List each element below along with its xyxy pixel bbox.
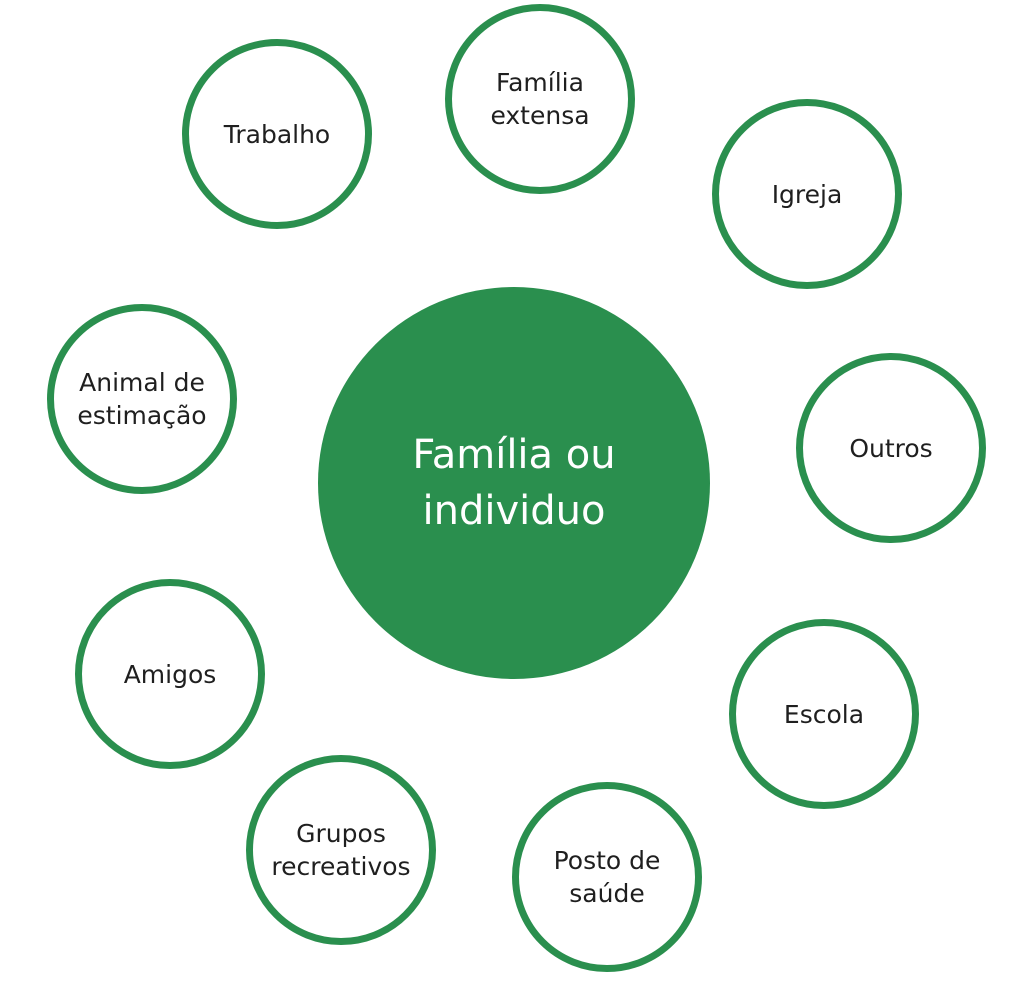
node-escola-label: Escola [783, 699, 865, 729]
node-familia-extensa: Família extensa [445, 4, 635, 194]
center-node-family-or-individual: Família ou individuo [318, 287, 710, 679]
node-grupos-recreativos: Grupos recreativos [246, 755, 436, 945]
center-node-label: Família ou individuo [412, 432, 616, 534]
node-outros: Outros [796, 353, 986, 543]
node-escola: Escola [729, 619, 919, 809]
node-igreja: Igreja [712, 99, 902, 289]
node-posto-de-saude: Posto de saúde [512, 782, 702, 972]
node-amigos: Amigos [75, 579, 265, 769]
node-familia-extensa-label: Família extensa [490, 68, 590, 130]
node-animal-de-estimacao-label: Animal de estimação [77, 368, 207, 430]
node-grupos-recreativos-label: Grupos recreativos [271, 819, 411, 881]
node-posto-de-saude-label: Posto de saúde [553, 846, 661, 908]
node-trabalho-label: Trabalho [223, 119, 331, 149]
node-trabalho: Trabalho [182, 39, 372, 229]
node-amigos-label: Amigos [123, 659, 217, 689]
node-animal-de-estimacao: Animal de estimação [47, 304, 237, 494]
node-igreja-label: Igreja [771, 179, 843, 209]
node-outros-label: Outros [849, 433, 933, 463]
